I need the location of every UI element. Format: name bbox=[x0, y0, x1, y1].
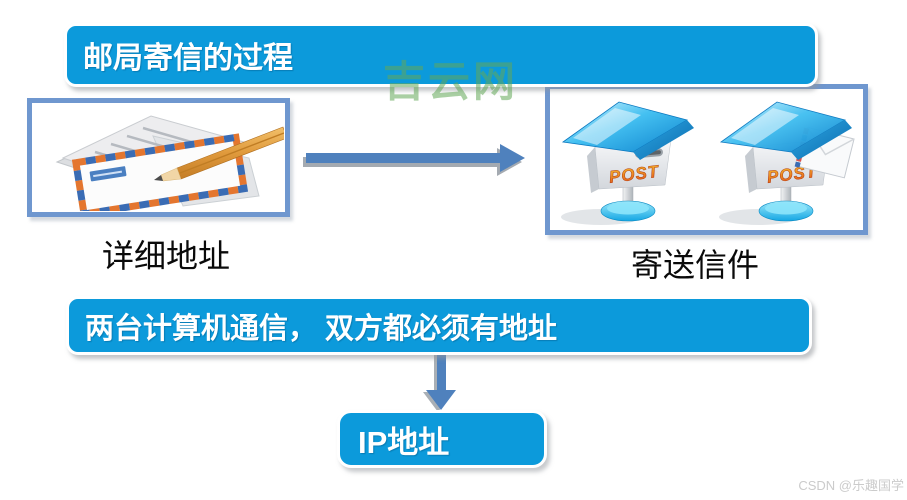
site-watermark: 吉云网 bbox=[383, 58, 519, 105]
caption-detailed-address: 详细地址 bbox=[101, 238, 231, 274]
banner-post-office-process: 邮局寄信的过程 bbox=[64, 23, 818, 87]
pencil-icon bbox=[154, 126, 284, 182]
post-label: POST bbox=[607, 161, 660, 186]
right-arrow-head bbox=[500, 144, 525, 172]
mailbox-post-icon: POST bbox=[560, 101, 694, 225]
post-label: POST bbox=[765, 161, 818, 186]
envelope-pencil-icon bbox=[55, 115, 284, 211]
mailbox-body: POST bbox=[744, 138, 829, 193]
ip-address-label: IP地址 bbox=[358, 424, 450, 460]
down-arrow-shaft bbox=[436, 352, 446, 390]
banner-middle-label: 两台计算机通信， 双方都必须有地址 bbox=[85, 312, 558, 345]
csdn-watermark: CSDN @乐趣国学 bbox=[798, 478, 904, 493]
mailbox-base bbox=[758, 200, 813, 221]
caption-send-letters: 寄送信件 bbox=[630, 247, 760, 283]
banner-top-label: 邮局寄信的过程 bbox=[83, 42, 293, 75]
mailbox-body: POST bbox=[586, 138, 671, 193]
down-arrow-head bbox=[426, 390, 456, 410]
right-arrow-icon bbox=[306, 144, 525, 172]
envelope-picture-frame bbox=[27, 98, 290, 217]
right-arrow-shaft bbox=[306, 153, 500, 163]
mailbox-roof bbox=[561, 101, 694, 160]
mailbox-envelope-icon: POST bbox=[718, 101, 855, 225]
mailbox-picture-frame: POST POST bbox=[545, 84, 868, 235]
mailbox-base bbox=[600, 200, 655, 221]
airmail-envelope bbox=[71, 133, 249, 211]
down-arrow-icon bbox=[426, 352, 456, 410]
mailbox-roof bbox=[719, 101, 852, 160]
ip-address-box: IP地址 bbox=[337, 410, 547, 468]
banner-two-computers: 两台计算机通信， 双方都必须有地址 bbox=[66, 296, 812, 355]
